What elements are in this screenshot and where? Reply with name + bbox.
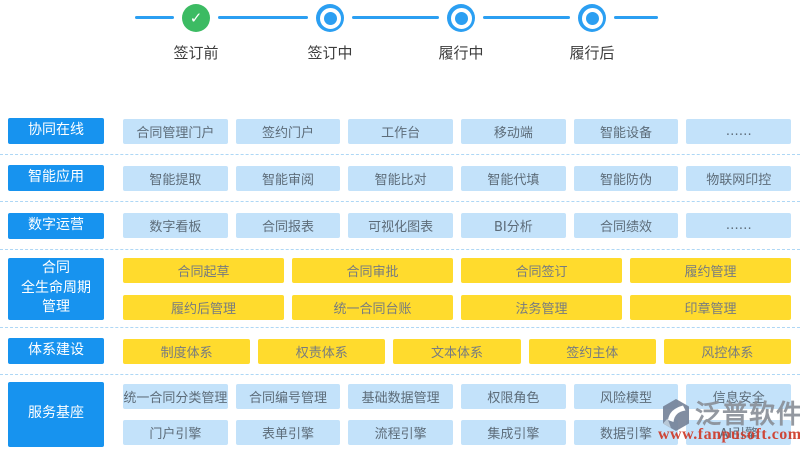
feature-chip: 合同管理门户: [123, 118, 228, 144]
feature-chip: 合同绩效: [573, 213, 679, 238]
feature-chip: 基础数据管理: [348, 383, 454, 409]
feature-chip: BI分析: [461, 213, 566, 238]
lifecycle-stepper: ✓ 签订前 签订中 履行中 履行后: [0, 0, 800, 108]
feature-chip: 风控体系: [663, 338, 792, 364]
feature-chip: 可视化图表: [348, 213, 454, 238]
step-label-performing: 履行中: [438, 44, 484, 62]
feature-chip: 移动端: [461, 118, 566, 144]
feature-chip: 风险模型: [573, 383, 679, 409]
section-smart-apps: 智能应用 智能提取 智能审阅 智能比对 智能代填 智能防伪 物联网印控: [0, 155, 800, 202]
step-circle: [447, 4, 475, 32]
feature-chip: 统一合同分类管理: [123, 383, 228, 409]
ring-icon: [319, 7, 341, 29]
section-label-smart-apps: 智能应用: [8, 165, 104, 191]
ring-icon: [450, 7, 472, 29]
feature-grid: 协同在线 合同管理门户 签约门户 工作台 移动端 智能设备 …… 智能应用 智能…: [0, 108, 800, 453]
section-contract-lifecycle: 合同 全生命周期 管理 合同起草 合同审批 合同签订 履约管理 履约后管理 统一…: [0, 250, 800, 328]
step-circle: [316, 4, 344, 32]
feature-chip-more: ……: [686, 118, 792, 144]
feature-chip: 智能审阅: [235, 165, 341, 191]
feature-chip: 签约主体: [528, 338, 656, 364]
section-collaboration-online: 协同在线 合同管理门户 签约门户 工作台 移动端 智能设备 ……: [0, 108, 800, 155]
feature-chip: 流程引擎: [348, 419, 454, 445]
feature-chip: 制度体系: [123, 338, 251, 364]
feature-chip: 数据引擎: [573, 419, 679, 445]
feature-chip: 履约后管理: [123, 294, 284, 320]
feature-chip: 物联网印控: [686, 165, 792, 191]
section-label-system-building: 体系建设: [8, 338, 104, 364]
feature-chip: 合同编号管理: [235, 383, 341, 409]
feature-chip: 权限角色: [461, 383, 566, 409]
feature-chip: 签约门户: [235, 118, 341, 144]
stepper-line: [135, 16, 174, 19]
feature-chip: 合同审批: [292, 257, 453, 283]
feature-chip: 智能设备: [573, 118, 679, 144]
section-service-base: 服务基座 统一合同分类管理 合同编号管理 基础数据管理 权限角色 风险模型 信息…: [0, 375, 800, 453]
section-label-collaboration: 协同在线: [8, 118, 104, 144]
ring-icon: [581, 7, 603, 29]
feature-chip: 集成引擎: [461, 419, 566, 445]
step-circle: [578, 4, 606, 32]
stepper-line: [483, 16, 570, 19]
feature-chip: 工作台: [348, 118, 454, 144]
feature-chip: 法务管理: [461, 294, 622, 320]
feature-chip: 智能防伪: [573, 165, 679, 191]
section-label-digital-ops: 数字运营: [8, 212, 104, 239]
feature-chip: 数字看板: [123, 213, 228, 238]
feature-chip: 智能代填: [461, 165, 566, 191]
feature-chip: 履约管理: [630, 257, 791, 283]
section-system-building: 体系建设 制度体系 权责体系 文本体系 签约主体 风控体系: [0, 328, 800, 375]
section-label-lifecycle: 合同 全生命周期 管理: [8, 257, 104, 320]
feature-chip: 合同签订: [461, 257, 622, 283]
feature-chip: AI引擎: [686, 419, 792, 445]
feature-chip: 智能提取: [123, 165, 228, 191]
feature-chip: 印章管理: [630, 294, 791, 320]
section-label-service-base: 服务基座: [8, 381, 104, 447]
step-label-post-perform: 履行后: [569, 44, 615, 62]
feature-chip: 门户引擎: [123, 419, 228, 445]
feature-chip: 统一合同台账: [292, 294, 453, 320]
stepper-line: [218, 16, 308, 19]
feature-chip: 权责体系: [258, 338, 386, 364]
feature-chip: 文本体系: [393, 338, 521, 364]
stepper-line: [614, 16, 658, 19]
feature-chip: 合同报表: [235, 213, 341, 238]
step-label-signing: 签订中: [307, 44, 353, 62]
check-icon: ✓: [189, 8, 203, 27]
section-digital-operations: 数字运营 数字看板 合同报表 可视化图表 BI分析 合同绩效 ……: [0, 202, 800, 250]
step-label-pre-sign: 签订前: [173, 44, 219, 62]
feature-chip: 智能比对: [348, 165, 454, 191]
feature-chip: 表单引擎: [235, 419, 341, 445]
feature-chip: 信息安全: [686, 383, 792, 409]
step-circle-done: ✓: [182, 4, 210, 32]
feature-chip-more: ……: [686, 213, 792, 238]
feature-chip: 合同起草: [123, 257, 284, 283]
stepper-line: [352, 16, 439, 19]
